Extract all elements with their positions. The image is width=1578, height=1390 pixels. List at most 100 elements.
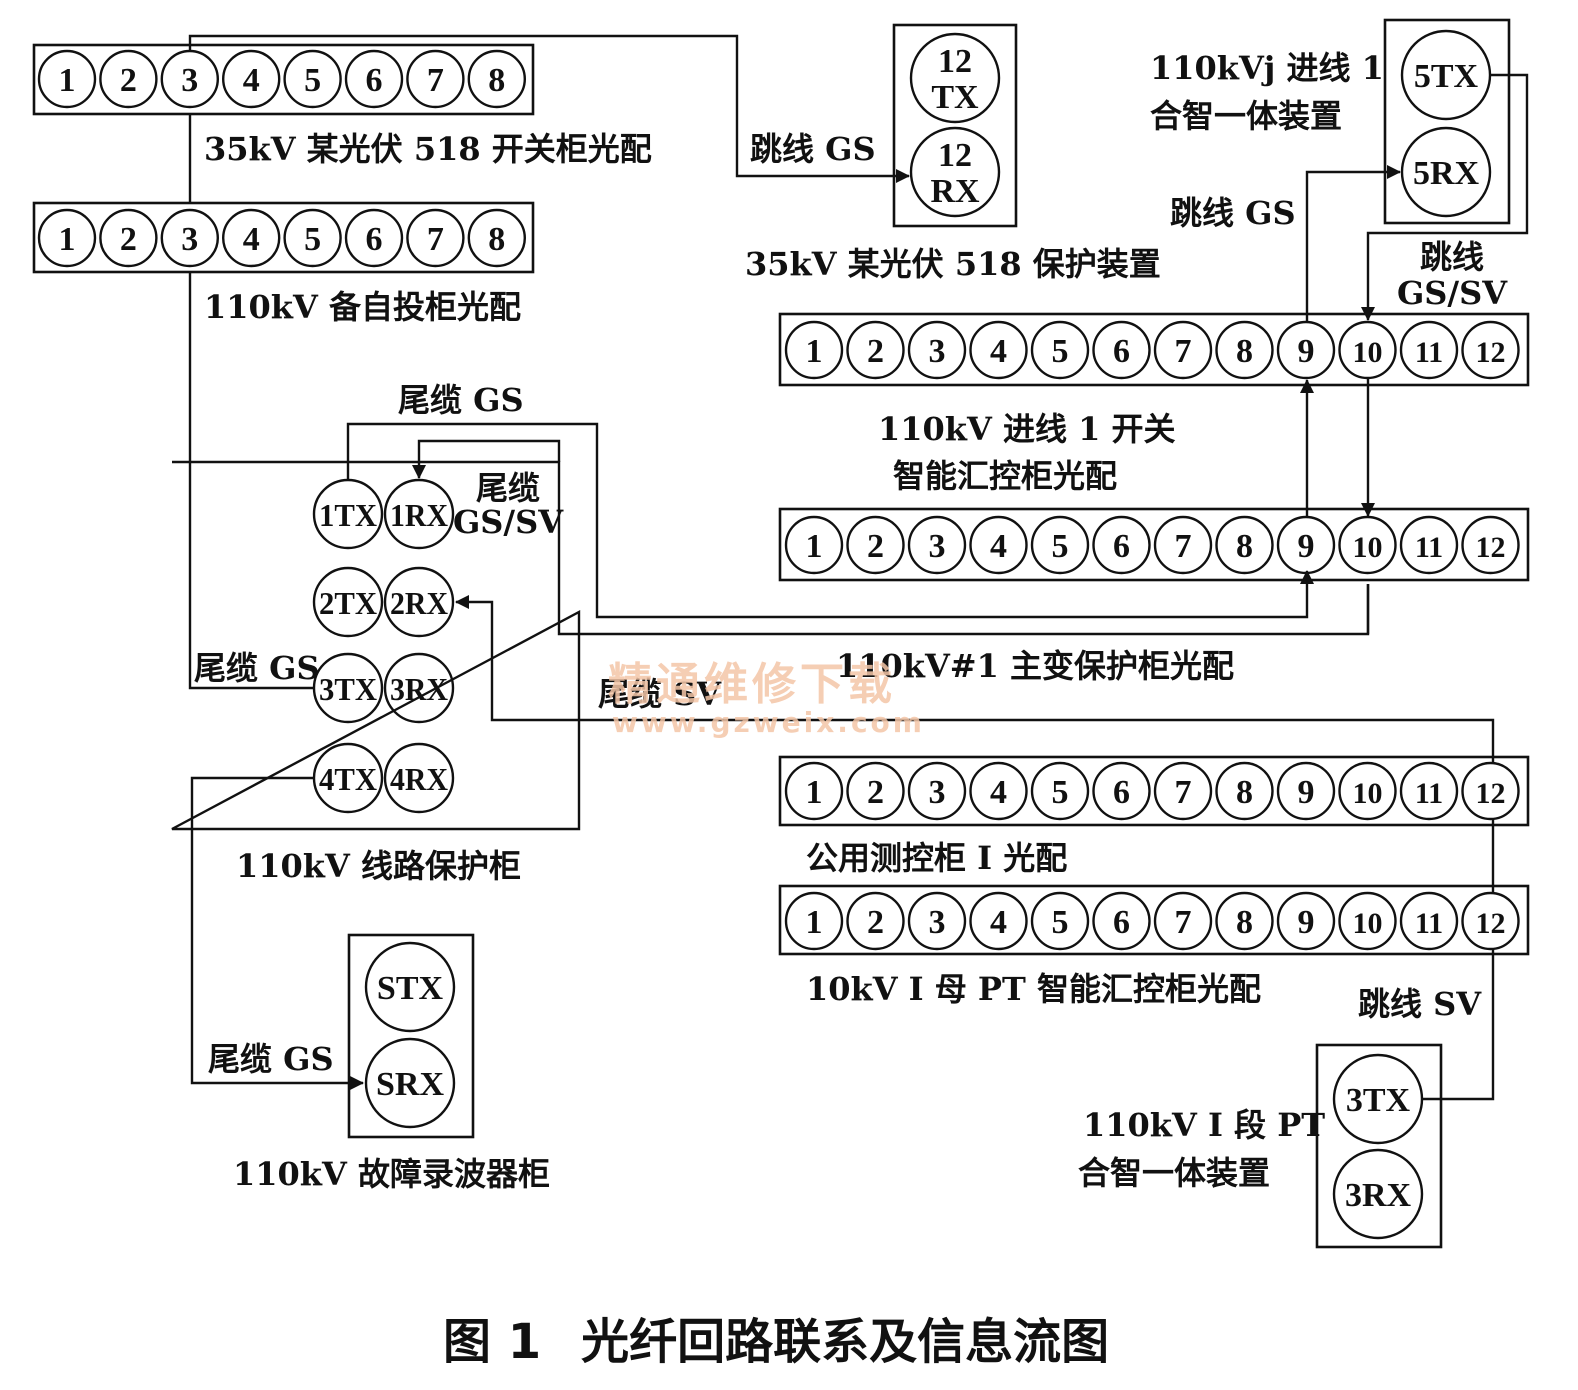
device-label-merge-line1-1: 110kVj 进线 1 — [1150, 49, 1384, 87]
port-label: 8 — [1236, 774, 1253, 811]
port-label: 3 — [929, 774, 946, 811]
port-2 — [846, 320, 905, 380]
cable-label-tail-gssv-2: GS/SV — [452, 503, 564, 541]
port-9 — [1276, 891, 1336, 951]
port-label: 10 — [1353, 777, 1383, 810]
port-4 — [969, 891, 1028, 951]
port-8 — [1215, 320, 1274, 380]
port-4 — [221, 49, 281, 109]
port-7 — [1153, 320, 1213, 380]
port-4 — [969, 320, 1028, 380]
device-port-label: 5TX — [1414, 58, 1479, 95]
port-4 — [221, 208, 281, 268]
port-label: 11 — [1415, 907, 1443, 940]
device-port-label: 1TX — [319, 497, 377, 533]
device-port-label: STX — [377, 970, 444, 1007]
port-label: 5 — [1052, 333, 1069, 370]
port-label: 1 — [806, 333, 823, 370]
port-label: 3 — [181, 221, 198, 258]
device-port-label: 2RX — [390, 585, 448, 621]
port-label: 4 — [243, 62, 260, 99]
device-port-label: 12 — [938, 43, 972, 80]
watermark-url: www.gzweix.com — [612, 706, 925, 739]
panel-label-common: 公用测控柜 I 光配 — [806, 839, 1068, 877]
port-8 — [1215, 515, 1274, 575]
device-port-label: 5RX — [1413, 155, 1480, 192]
port-label: 12 — [1476, 777, 1506, 810]
port-12 — [1461, 320, 1520, 380]
wire-pt-to-3tx — [1422, 949, 1495, 1101]
device-label-35kv-protection: 35kV 某光伏 518 保护装置 — [745, 245, 1161, 283]
wire-bzt-to-3tx — [188, 273, 314, 690]
port-label: 6 — [366, 62, 383, 99]
port-label: 6 — [366, 221, 383, 258]
port-label: 9 — [1298, 333, 1315, 370]
cable-label-tail-gssv-1: 尾缆 — [475, 469, 541, 507]
port-label: 10 — [1353, 336, 1383, 369]
port-label: 11 — [1415, 531, 1443, 564]
port-6 — [344, 49, 404, 109]
wire-9-to-5rx — [1305, 165, 1401, 322]
device-port — [364, 1037, 456, 1129]
port-label: 4 — [243, 221, 260, 258]
port-12 — [1461, 891, 1520, 951]
cable-label-jumper-gssv-1: 跳线 — [1419, 238, 1485, 276]
port-label: 9 — [1298, 774, 1315, 811]
device-port — [1400, 126, 1492, 218]
port-8 — [467, 208, 526, 268]
port-label: 2 — [120, 221, 137, 258]
port-label: 12 — [1476, 907, 1506, 940]
port-label: 7 — [427, 221, 444, 258]
device-port-label: 3TX — [319, 671, 377, 707]
port-2 — [99, 208, 158, 268]
device-label-fault-recorder: 110kV 故障录波器柜 — [233, 1155, 550, 1193]
port-label: 5 — [1052, 904, 1069, 941]
port-label: 11 — [1415, 777, 1443, 810]
port-label: 7 — [1175, 333, 1192, 370]
device-port — [1332, 1148, 1424, 1240]
port-label: 10 — [1353, 907, 1383, 940]
port-10 — [1338, 320, 1397, 380]
cable-label-tail-gs-bottom: 尾缆 GS — [208, 1040, 334, 1078]
port-8 — [467, 49, 526, 109]
port-11 — [1399, 891, 1459, 951]
port-7 — [1153, 891, 1213, 951]
wire-sv-to-2rx — [455, 595, 1495, 763]
cable-label-jumper-sv: 跳线 SV — [1358, 985, 1482, 1023]
port-2 — [99, 49, 158, 109]
port-5 — [1030, 515, 1090, 575]
port-label: 5 — [1052, 528, 1069, 565]
port-label: 1 — [806, 774, 823, 811]
wire-1rx-tail — [412, 439, 561, 479]
port-label: 6 — [1113, 333, 1130, 370]
port-label: 1 — [59, 221, 76, 258]
port-label: 4 — [990, 528, 1007, 565]
wire-5tx-to-10 — [1361, 73, 1529, 321]
port-label: 3 — [929, 904, 946, 941]
port-10 — [1338, 761, 1397, 821]
port-5 — [283, 208, 342, 268]
port-3 — [907, 891, 967, 951]
cable-label-jumper-gs-right: 跳线 GS — [1170, 194, 1296, 232]
device-port-label: 3RX — [1345, 1177, 1412, 1214]
wire-35kv3-to-12rx — [188, 34, 910, 183]
device-port-label: 3RX — [390, 671, 448, 707]
port-6 — [1092, 761, 1151, 821]
port-label: 12 — [1476, 336, 1506, 369]
port-label: 5 — [304, 221, 321, 258]
port-5 — [1030, 761, 1090, 821]
port-12 — [1461, 761, 1520, 821]
port-1 — [37, 208, 97, 268]
device-port-label: 12 — [938, 137, 972, 174]
port-label: 1 — [59, 62, 76, 99]
